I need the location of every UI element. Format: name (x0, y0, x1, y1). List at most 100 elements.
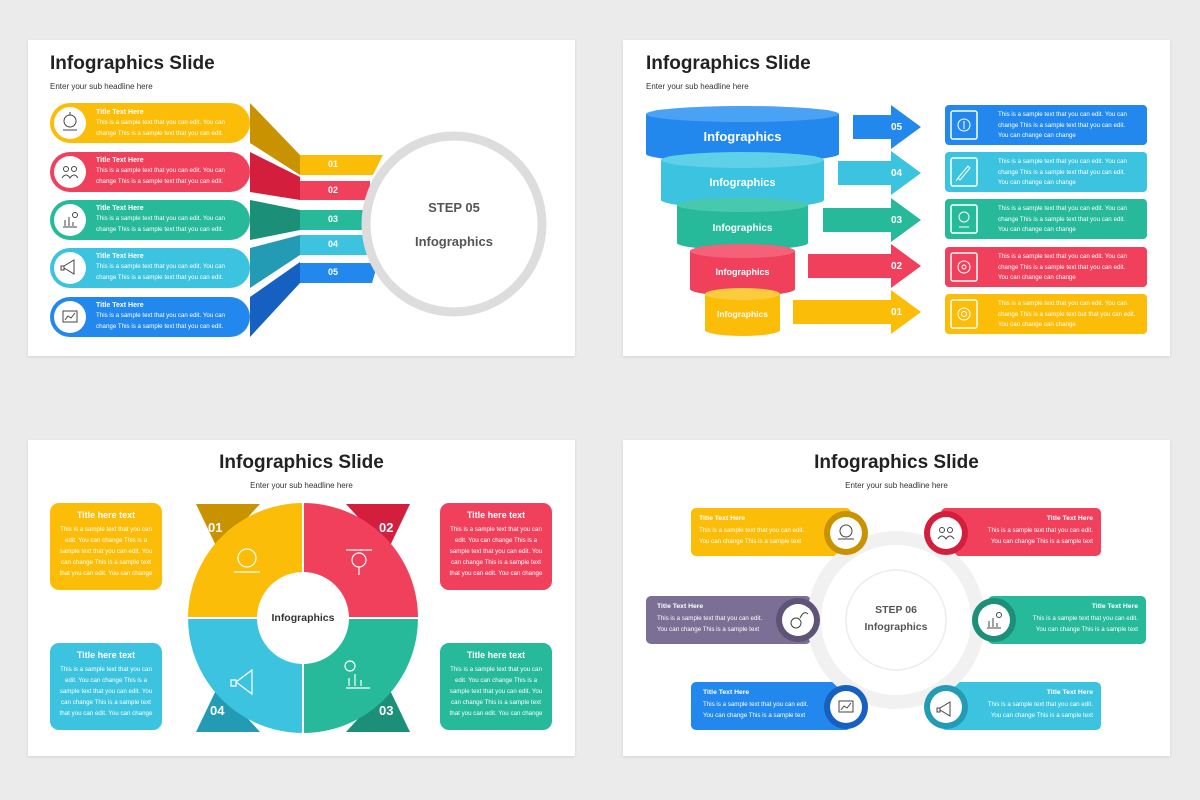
brain-icon (838, 524, 854, 540)
corner-triangle-2 (346, 504, 410, 550)
funnel-label: Infographics (715, 267, 770, 277)
slide-2[interactable]: Infographics Slide Enter your sub headli… (623, 40, 1170, 356)
card-bg-4 (988, 596, 1146, 644)
item-text: This is a sample text that you can edit.… (96, 167, 225, 185)
item-text: This is a sample text that you can edit.… (96, 263, 225, 281)
item-text: This is a sample text that you can edit.… (96, 119, 225, 137)
money-icon (957, 118, 971, 132)
megaphone-icon (230, 668, 253, 696)
card-bg-4 (945, 247, 1147, 287)
card-title: Title here text (76, 650, 136, 660)
step-number: 01 (328, 159, 339, 169)
card-2: Title here text This is a sample text th… (440, 510, 552, 579)
icon-box-3 (950, 204, 978, 234)
arrow-1 (793, 290, 921, 334)
card-4: Title here text This is a sample text th… (440, 650, 552, 719)
card-bg-3 (50, 643, 162, 730)
funnel-diagram (646, 105, 1147, 336)
card-text: This is a sample text that you can edit.… (998, 253, 1127, 281)
card-bg-1 (945, 105, 1147, 145)
rocket-icon (955, 165, 971, 182)
analytics-icon (344, 660, 370, 689)
arrow-5 (853, 105, 921, 149)
megaphone-icon (60, 259, 75, 275)
card-title: Title here text (76, 510, 136, 520)
card-title: Title here text (466, 510, 526, 520)
connector-3 (250, 200, 300, 240)
row-band-5 (50, 297, 250, 337)
slide-4[interactable]: Infographics Slide Enter your sub headli… (623, 440, 1170, 756)
slide-3[interactable]: Infographics Slide Enter your sub headli… (28, 440, 575, 756)
chart-icon (987, 612, 1002, 629)
card-text: This is a sample text that you can edit.… (998, 205, 1127, 233)
arrow-number: 01 (891, 307, 903, 318)
icon-circle-2 (54, 156, 86, 188)
num-tab-4 (300, 235, 370, 255)
card-text: This is a sample text that you can edit.… (998, 300, 1136, 328)
arrow-number: 05 (891, 122, 903, 133)
item-text: This is a sample text that you can edit.… (96, 215, 225, 233)
connector-4 (250, 235, 300, 288)
money-icon (790, 612, 809, 629)
slide-subtitle: Enter your sub headline here (250, 481, 353, 490)
card-text-2: Title Text Here This is a sample text th… (987, 515, 1093, 545)
card-text-4: Title Text Here This is a sample text th… (1032, 603, 1138, 633)
card-bg-4 (440, 643, 552, 730)
slide-subtitle: Enter your sub headline here (646, 82, 749, 91)
card-3: Title here text This is a sample text th… (50, 650, 162, 719)
inner-ring (845, 569, 947, 671)
icon-box-5 (950, 299, 978, 329)
card-bg-1 (50, 503, 162, 590)
icon-circle-4 (54, 252, 86, 284)
center-label: Infographics (271, 612, 335, 624)
arrow-number: 04 (891, 168, 903, 179)
card-text-3: Title Text Here This is a sample text th… (657, 603, 763, 633)
corner-triangle-3 (346, 686, 410, 732)
brain-icon (234, 548, 260, 573)
num-tab-2 (300, 181, 370, 200)
quadrant-number: 04 (210, 703, 225, 718)
chart-icon (63, 212, 78, 228)
brain-icon (63, 112, 77, 131)
card-bg-5 (945, 294, 1147, 334)
step-number: 03 (328, 214, 339, 224)
center-step: STEP 06 (875, 604, 917, 616)
award-icon (958, 211, 970, 228)
card-text-6: Title Text Here This is a sample text th… (987, 689, 1093, 719)
item-title: Title Text Here (96, 157, 144, 164)
card-text-5: Title Text Here This is a sample text th… (703, 689, 809, 719)
slide-1[interactable]: Infographics Slide Enter your sub headli… (28, 40, 575, 356)
card-bg-5 (691, 682, 851, 730)
slide-title: Infographics Slide (814, 452, 979, 473)
quadrant-number: 01 (208, 520, 223, 535)
row-band-1 (50, 103, 250, 143)
row-band-4 (50, 248, 250, 288)
icon-box-1 (950, 110, 978, 140)
item-text: This is a sample text that you can edit.… (96, 312, 225, 330)
icon-circle-3 (54, 204, 86, 236)
quadrant-number: 02 (379, 520, 394, 535)
funnel-label: Infographics (716, 309, 768, 319)
icon-circle-1 (54, 107, 86, 139)
center-circle (257, 572, 349, 664)
icon-box-2 (950, 157, 978, 187)
analytics-icon (62, 310, 78, 323)
team-icon (937, 527, 955, 540)
steps-diagram (50, 103, 547, 337)
slide-subtitle: Enter your sub headline here (50, 82, 153, 91)
slide-title: Infographics Slide (219, 452, 384, 473)
arrow-3 (823, 198, 921, 242)
card-bg-2 (945, 152, 1147, 192)
step-number: 02 (328, 185, 339, 195)
funnel-label: Infographics (712, 223, 773, 234)
slide-title: Infographics Slide (646, 53, 811, 74)
card-text-1: Title Text Here This is a sample text th… (699, 515, 805, 545)
target-icon (957, 260, 971, 274)
corner-triangle-4 (196, 686, 260, 732)
item-title: Title Text Here (96, 109, 144, 116)
arrow-number: 03 (891, 215, 903, 226)
step-number: 04 (328, 239, 339, 249)
card-text: This is a sample text that you can edit.… (998, 111, 1127, 139)
row-band-2 (50, 152, 250, 192)
arrow-2 (808, 244, 921, 288)
